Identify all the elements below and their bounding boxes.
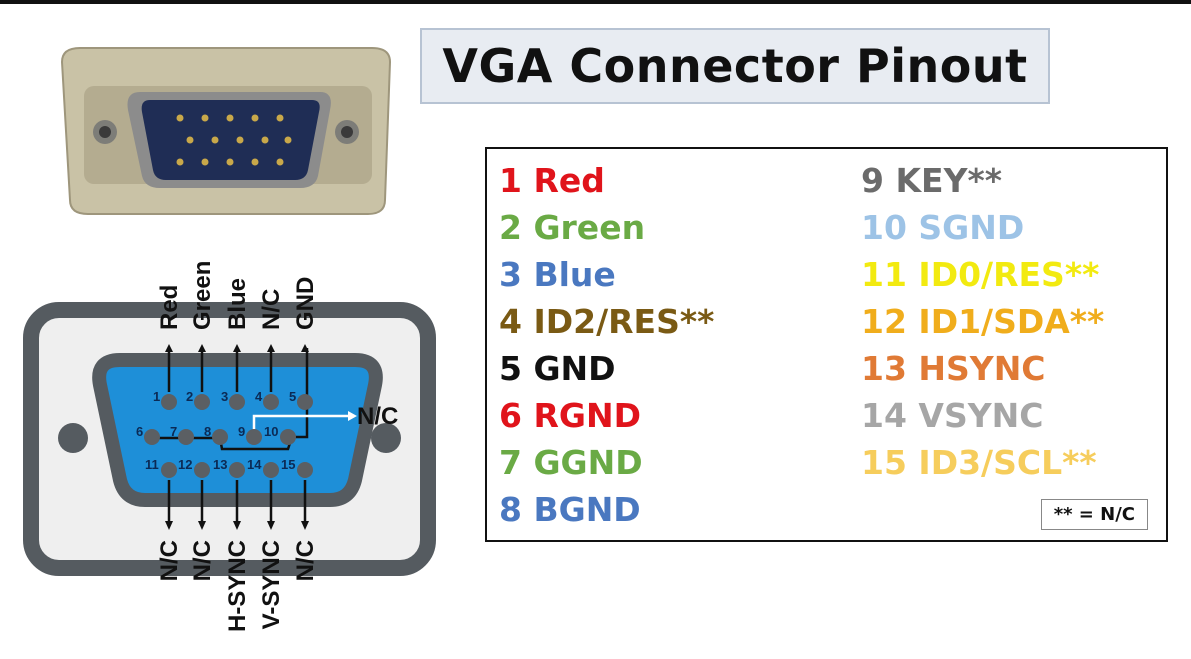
pin-number: 6 bbox=[136, 424, 143, 439]
pin-13 bbox=[229, 462, 245, 478]
pin-entry: 6 RGND bbox=[499, 396, 641, 435]
mount-hole-left bbox=[58, 423, 88, 453]
top-label: Green bbox=[189, 261, 216, 330]
pin-number: 8 bbox=[204, 424, 211, 439]
pin-number: 10 bbox=[264, 424, 278, 439]
pin-entry: 15 ID3/SCL** bbox=[861, 443, 1097, 482]
pin-entry: 2 Green bbox=[499, 208, 646, 247]
pin-entry: 10 SGND bbox=[861, 208, 1025, 247]
arrowhead bbox=[267, 344, 275, 352]
bottom-label: V-SYNC bbox=[258, 540, 285, 629]
pin-number: 12 bbox=[178, 457, 192, 472]
arrowhead bbox=[301, 521, 309, 530]
pin-entry: 4 ID2/RES** bbox=[499, 302, 715, 341]
arrowhead bbox=[267, 521, 275, 530]
pin-number: 9 bbox=[238, 424, 245, 439]
pin-table: 1 Red 2 Green 3 Blue 4 ID2/RES** 5 GND 6 RGND… bbox=[485, 147, 1168, 542]
legend-note: ** = N/C bbox=[1040, 499, 1148, 530]
pin-entry: 1 Red bbox=[499, 161, 605, 200]
pin-15 bbox=[297, 462, 313, 478]
pin-entry: 9 KEY** bbox=[861, 161, 1002, 200]
top-label: Red bbox=[156, 285, 183, 330]
pin-number: 15 bbox=[281, 457, 295, 472]
mount-hole-right bbox=[371, 423, 401, 453]
pin-8 bbox=[212, 429, 228, 445]
arrowhead bbox=[165, 344, 173, 352]
vga-connector-photo bbox=[60, 47, 392, 215]
pin-2 bbox=[194, 394, 210, 410]
arrowhead bbox=[301, 344, 309, 352]
bottom-label: H-SYNC bbox=[224, 540, 251, 632]
pin-number: 1 bbox=[153, 389, 160, 404]
pin-entry: 14 VSYNC bbox=[861, 396, 1044, 435]
pin-number: 4 bbox=[255, 389, 263, 404]
pin-entry: 12 ID1/SDA** bbox=[861, 302, 1105, 341]
top-border bbox=[0, 0, 1191, 4]
pin-10 bbox=[280, 429, 296, 445]
pin-number: 13 bbox=[213, 457, 227, 472]
pin-number: 11 bbox=[145, 457, 159, 472]
arrowhead bbox=[233, 344, 241, 352]
arrowhead bbox=[233, 521, 241, 530]
photo-pins bbox=[176, 114, 292, 166]
pin-1 bbox=[161, 394, 177, 410]
pin-14 bbox=[263, 462, 279, 478]
pin-9 bbox=[246, 429, 262, 445]
arrowhead bbox=[198, 521, 206, 530]
top-label: N/C bbox=[258, 289, 285, 330]
bottom-label: N/C bbox=[156, 540, 183, 581]
arrowhead bbox=[165, 521, 173, 530]
pin-list-left: 1 Red 2 Green 3 Blue 4 ID2/RES** 5 GND 6 RGND… bbox=[499, 159, 714, 535]
pin-entry: 3 Blue bbox=[499, 255, 616, 294]
pin-number: 14 bbox=[247, 457, 262, 472]
pin-entry: 8 BGND bbox=[499, 490, 641, 529]
pin-7 bbox=[178, 429, 194, 445]
arrowhead bbox=[198, 344, 206, 352]
pin-5 bbox=[297, 394, 313, 410]
title-box: VGA Connector Pinout bbox=[420, 28, 1050, 104]
bottom-label: N/C bbox=[189, 540, 216, 581]
pin-entry: 11 ID0/RES** bbox=[861, 255, 1100, 294]
pin-list-right: 9 KEY** 10 SGND 11 ID0/RES** 12 ID1/SDA** 13… bbox=[861, 159, 1104, 488]
pin-12 bbox=[194, 462, 210, 478]
top-label: Blue bbox=[224, 278, 251, 330]
pin-entry: 5 GND bbox=[499, 349, 616, 388]
pin-3 bbox=[229, 394, 245, 410]
side-label-nc: N/C bbox=[357, 403, 398, 430]
pin-number: 2 bbox=[186, 389, 193, 404]
bottom-label: N/C bbox=[292, 540, 319, 581]
pin-entry: 13 HSYNC bbox=[861, 349, 1046, 388]
pin-number: 3 bbox=[221, 389, 228, 404]
pin-6 bbox=[144, 429, 160, 445]
pin-entry: 7 GGND bbox=[499, 443, 643, 482]
pin-11 bbox=[161, 462, 177, 478]
pin-4 bbox=[263, 394, 279, 410]
top-label: GND bbox=[292, 277, 319, 330]
page-title: VGA Connector Pinout bbox=[442, 39, 1028, 93]
pin-number: 5 bbox=[289, 389, 296, 404]
pin-number: 7 bbox=[170, 424, 177, 439]
